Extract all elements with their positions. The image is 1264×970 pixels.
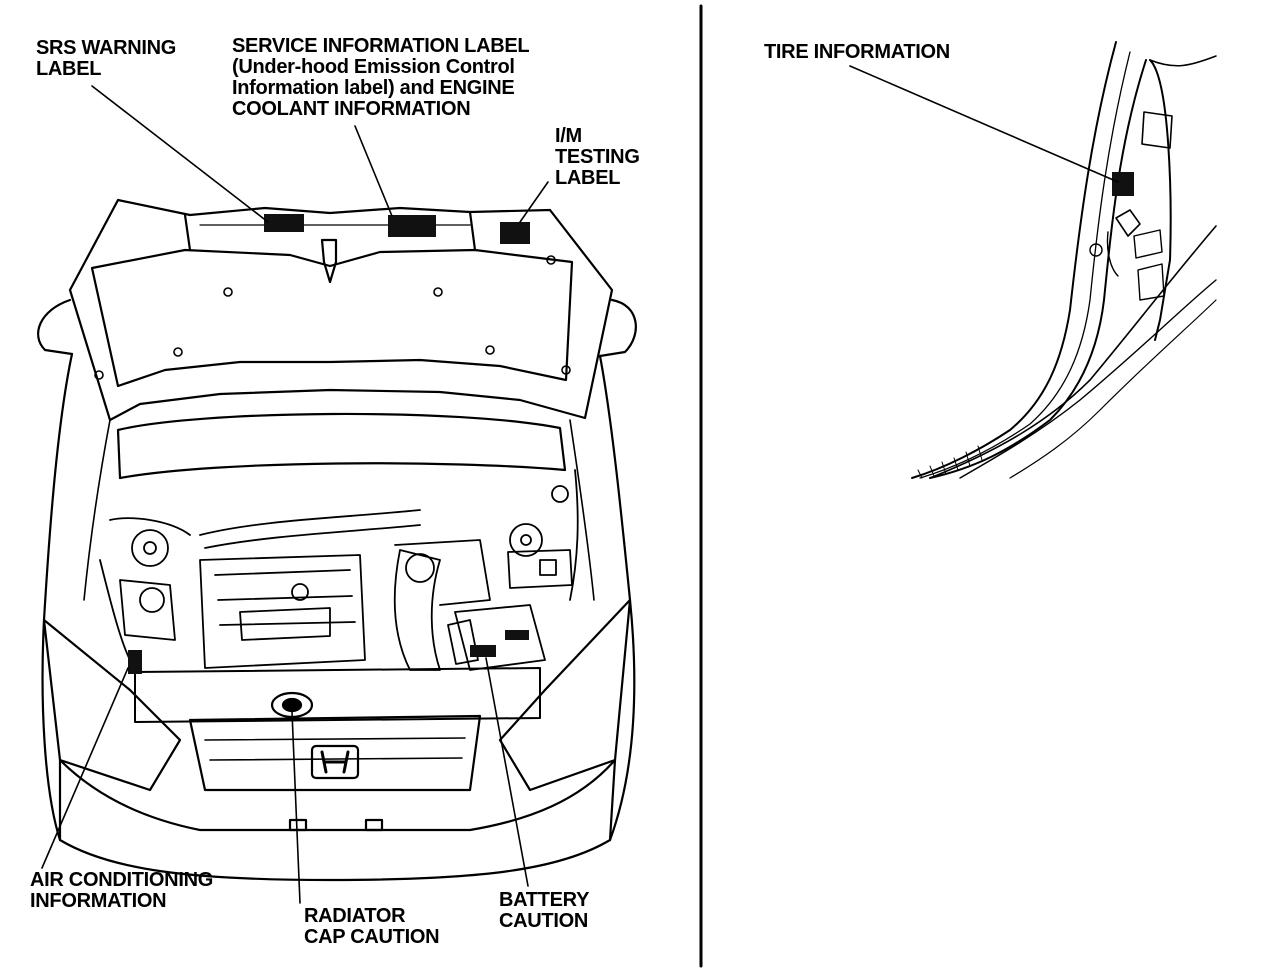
- callout-line: AIR CONDITIONING: [30, 869, 213, 891]
- callout-line: CAP CAUTION: [304, 926, 440, 948]
- sill-hatching: [917, 445, 983, 479]
- hood-inner-panel: [90, 248, 574, 388]
- hood-top-strip: [183, 210, 477, 252]
- air-conditioning-information-callout: AIR CONDITIONING INFORMATION: [30, 870, 213, 912]
- tire-leader-line: [849, 65, 1119, 183]
- pillar-outer: [911, 41, 1117, 479]
- left-mirror: [37, 298, 74, 356]
- left-headlight: [42, 618, 182, 792]
- tire-information-callout: TIRE INFORMATION: [764, 42, 950, 63]
- body-right-side: [598, 354, 636, 842]
- door-pillar-view: [849, 41, 1217, 479]
- battery: [447, 604, 546, 671]
- grille: [188, 714, 482, 792]
- right-headlight: [498, 598, 632, 792]
- callout-line: LABEL: [555, 167, 621, 189]
- pillar-inner: [929, 59, 1147, 479]
- radiator-support: [134, 667, 541, 723]
- callout-line: BATTERY: [499, 889, 590, 911]
- callout-line: RADIATOR: [304, 905, 406, 927]
- door-sill: [929, 225, 1217, 479]
- callout-line: Information label) and ENGINE: [232, 77, 515, 99]
- front-bumper: [58, 758, 617, 882]
- callout-line: I/M: [555, 125, 582, 147]
- ac-label-marker: [128, 650, 142, 674]
- srs-warning-label-callout: SRS WARNING LABEL: [36, 38, 176, 80]
- callout-line: SERVICE INFORMATION LABEL: [232, 35, 530, 57]
- right-bay-parts: [507, 469, 579, 601]
- callout-line: CAUTION: [499, 910, 589, 932]
- callout-line: INFORMATION: [30, 890, 167, 912]
- im-label-marker: [500, 222, 530, 244]
- service-information-label-callout: SERVICE INFORMATION LABEL (Under-hood Em…: [232, 35, 530, 120]
- service-label-marker: [388, 215, 436, 237]
- right-mirror: [598, 298, 637, 358]
- radiator-cap-caution-callout: RADIATOR CAP CAUTION: [304, 905, 440, 948]
- callout-line: COOLANT INFORMATION: [232, 98, 471, 120]
- hood-outline: [68, 198, 614, 422]
- callout-line: LABEL: [36, 58, 102, 80]
- hood-latch: [320, 238, 338, 284]
- callout-line: TESTING: [555, 146, 640, 168]
- hood-holes: [94, 255, 571, 380]
- leader-lines: [41, 85, 549, 904]
- battery-label-marker-2: [505, 630, 529, 640]
- honda-h-emblem-icon: [310, 744, 360, 780]
- srs-label-marker: [264, 214, 304, 232]
- callout-line: (Under-hood Emission Control: [232, 56, 515, 78]
- left-bay-parts: [99, 517, 191, 661]
- radiator-cap: [270, 691, 314, 719]
- door-edge: [1149, 59, 1172, 341]
- tire-label-marker: [1112, 172, 1134, 196]
- callout-line: SRS WARNING: [36, 37, 177, 59]
- cowl: [116, 412, 567, 480]
- battery-label-marker: [470, 645, 496, 657]
- battery-caution-callout: BATTERY CAUTION: [499, 890, 589, 932]
- im-testing-label-callout: I/M TESTING LABEL: [555, 126, 640, 189]
- engine-block: [199, 509, 421, 669]
- vehicle-front-view: [37, 198, 637, 882]
- callout-line: TIRE INFORMATION: [764, 41, 950, 63]
